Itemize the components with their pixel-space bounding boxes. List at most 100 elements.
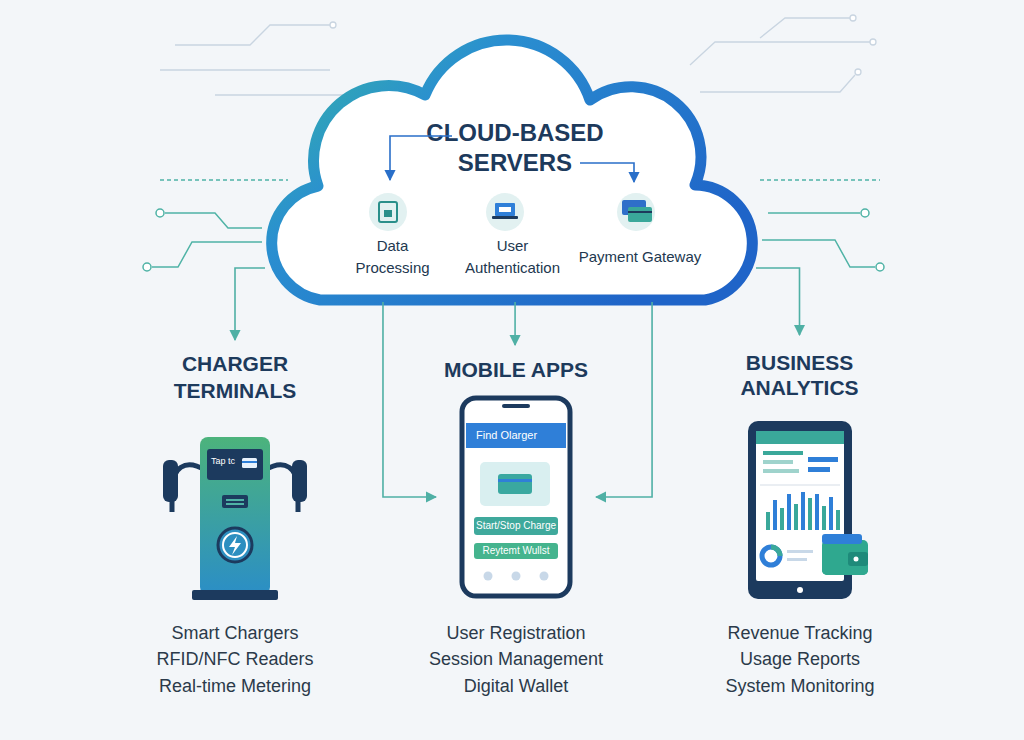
leader-arrow bbox=[390, 136, 452, 180]
card-icon bbox=[242, 458, 257, 468]
component-group: BUSINESS ANALYTICSRevenue TrackingUsage … bbox=[712, 335, 887, 700]
card-stripe bbox=[498, 479, 532, 482]
circuit-trace bbox=[768, 212, 860, 214]
connector-arrow bbox=[514, 302, 516, 345]
power-ring-inner bbox=[223, 533, 247, 557]
leader-arrow bbox=[580, 163, 634, 182]
node-heading: MOBILE APPS bbox=[436, 357, 596, 383]
lightning-symbol bbox=[229, 536, 241, 555]
chart-bar bbox=[822, 506, 826, 530]
chart-bar bbox=[766, 512, 770, 530]
card-stripe bbox=[242, 461, 257, 463]
circuit-dot bbox=[855, 69, 861, 75]
node-item: Usage Reports bbox=[690, 647, 910, 671]
service-item: Payment Gateway bbox=[570, 190, 710, 270]
circuit-dot bbox=[156, 209, 164, 217]
laptop-base bbox=[492, 216, 518, 219]
circuit-line bbox=[215, 94, 345, 95]
chart-bar bbox=[773, 500, 777, 530]
payment-icon bbox=[617, 193, 655, 231]
tablet-frame bbox=[748, 421, 852, 599]
node-heading: User Authentication bbox=[455, 235, 570, 279]
app-button: Start/Stop Charge bbox=[474, 517, 558, 535]
laptop-screen bbox=[495, 203, 515, 216]
node-item: Real-time Metering bbox=[125, 674, 345, 698]
phone-speaker bbox=[502, 404, 530, 408]
circuit-dots bbox=[330, 15, 876, 75]
report-row bbox=[763, 451, 803, 455]
power-ring bbox=[218, 528, 252, 562]
nav-dot bbox=[484, 572, 493, 581]
app-button: Reytemt Wullst bbox=[474, 543, 558, 559]
report-row bbox=[808, 467, 830, 472]
icon-circle bbox=[369, 193, 407, 231]
icon-circle bbox=[617, 193, 655, 231]
home-button bbox=[797, 587, 803, 593]
node-heading: Find Olarger bbox=[476, 423, 566, 448]
charger-screen bbox=[207, 449, 263, 480]
cloud-node: CLOUD-BASED SERVERSData ProcessingUser A… bbox=[255, 28, 770, 308]
service-item: User Authentication bbox=[455, 190, 570, 270]
connector-arrow bbox=[235, 268, 265, 340]
chart-bar bbox=[808, 498, 812, 530]
charger-holster bbox=[292, 460, 307, 502]
chart-bar bbox=[801, 492, 805, 530]
wallet-card bbox=[822, 534, 862, 544]
nav-dot bbox=[512, 572, 521, 581]
connector-arrow bbox=[383, 302, 436, 497]
app-header: Find Olarger bbox=[466, 423, 566, 448]
node-item: Digital Wallet bbox=[406, 674, 626, 698]
circuit-line bbox=[160, 69, 330, 70]
report-row bbox=[763, 469, 799, 473]
component-group: MOBILE APPSUser RegistrationSession Mana… bbox=[436, 345, 596, 700]
data-icon bbox=[369, 193, 407, 231]
bar-chart bbox=[766, 492, 840, 530]
connector-arrow bbox=[756, 268, 800, 335]
circuit-line bbox=[700, 75, 855, 92]
tablet-illustration bbox=[748, 421, 868, 599]
dashed-line bbox=[760, 179, 880, 181]
circuit-dot bbox=[876, 263, 884, 271]
node-item: Smart Chargers bbox=[125, 621, 345, 645]
circuit-trace bbox=[165, 213, 262, 228]
node-item: System Monitoring bbox=[690, 674, 910, 698]
card-slot bbox=[222, 495, 248, 508]
charger-hose bbox=[265, 465, 298, 512]
chart-bar bbox=[787, 494, 791, 530]
node-heading: CHARGER TERMINALS bbox=[150, 350, 320, 404]
divider-line bbox=[760, 485, 840, 486]
dashed-line bbox=[160, 179, 288, 181]
card-icon bbox=[628, 207, 652, 222]
document-icon bbox=[379, 202, 397, 222]
card-stripe bbox=[628, 211, 652, 213]
wallet-icon bbox=[822, 540, 868, 575]
service-item: Data Processing bbox=[345, 190, 440, 270]
connector-arrow bbox=[596, 302, 652, 497]
wallet-clasp bbox=[854, 557, 859, 562]
circuit-trace bbox=[762, 240, 875, 267]
circuit-trace bbox=[152, 242, 262, 267]
circuit-line bbox=[690, 42, 870, 65]
slot-line bbox=[226, 499, 244, 501]
node-heading: Payment Gateway bbox=[570, 246, 710, 268]
chart-bar bbox=[780, 508, 784, 530]
node-heading: Start/Stop Charge bbox=[474, 517, 558, 535]
report-row bbox=[808, 457, 838, 462]
node-item: Revenue Tracking bbox=[690, 621, 910, 645]
report-row bbox=[787, 558, 807, 561]
charger-base bbox=[192, 590, 278, 600]
circuit-dot bbox=[861, 209, 869, 217]
phone-illustration bbox=[462, 398, 570, 596]
slot-line bbox=[226, 503, 244, 505]
auth-icon bbox=[486, 193, 524, 231]
donut-chart bbox=[762, 547, 780, 565]
chart-bar bbox=[836, 510, 840, 530]
donut-slice bbox=[771, 547, 780, 556]
tablet-screen bbox=[756, 431, 844, 581]
node-heading: Reytemt Wullst bbox=[474, 543, 558, 559]
charger-body bbox=[200, 437, 270, 595]
report-row bbox=[763, 460, 793, 464]
circuit-dot bbox=[330, 22, 336, 28]
